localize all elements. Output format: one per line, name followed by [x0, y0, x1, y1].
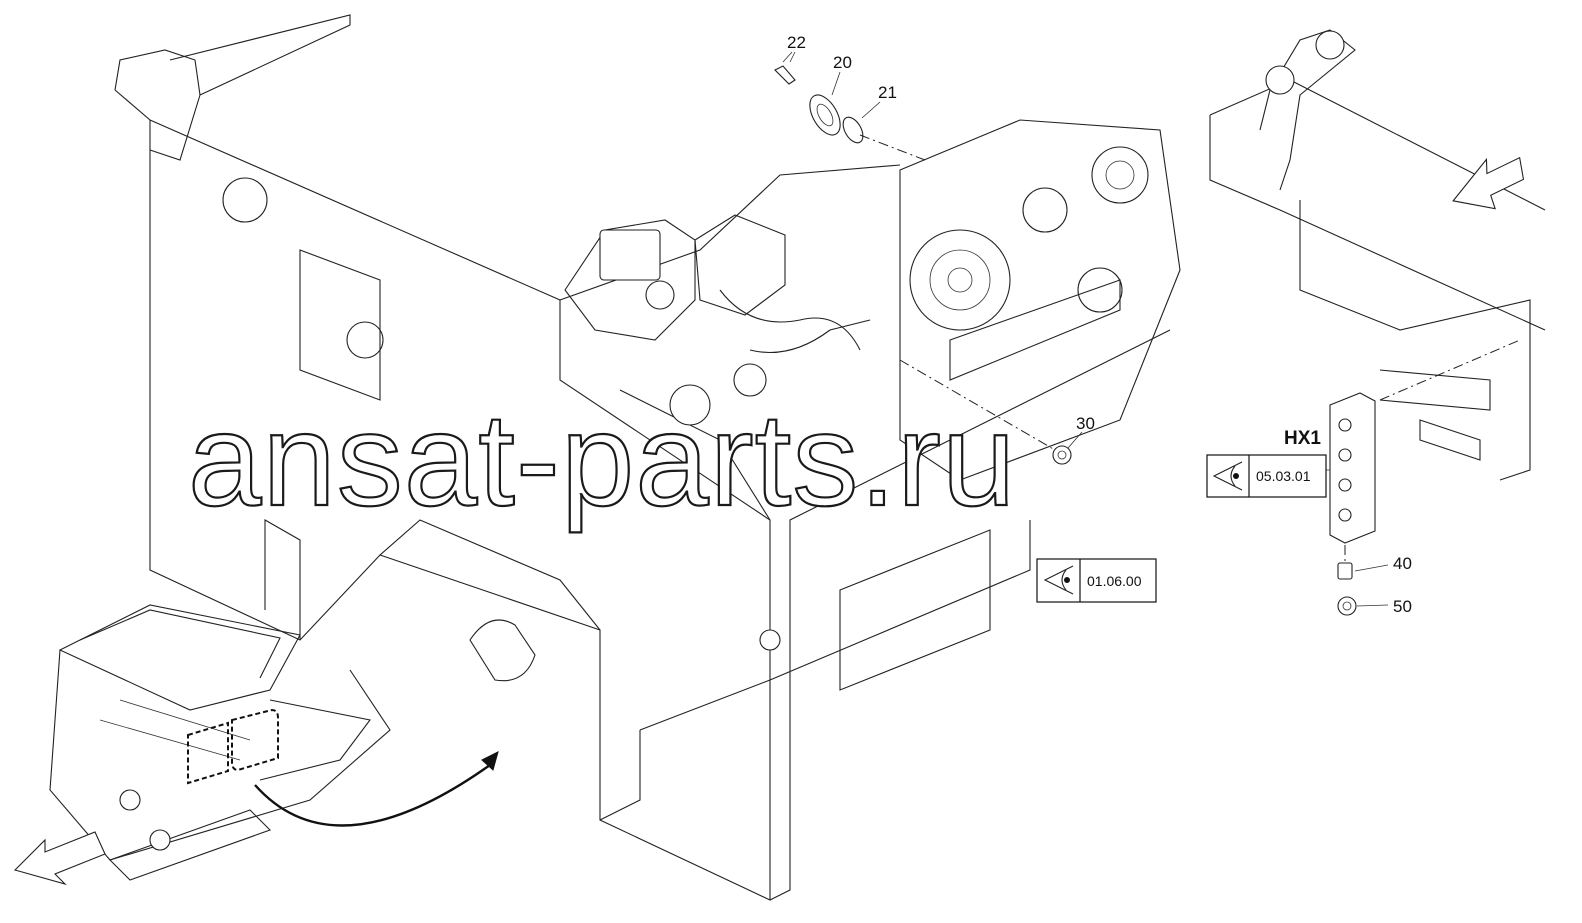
- reference-code: 01.06.00: [1087, 573, 1142, 589]
- view-eye-icon: [1043, 565, 1074, 595]
- inset-view-arrow-icon: [13, 831, 106, 886]
- callout-22: 22: [787, 33, 806, 52]
- reference-code: 05.03.01: [1256, 468, 1311, 484]
- connector-label: HX1: [1284, 428, 1321, 449]
- detail-pointer-arrow-icon: [254, 751, 499, 827]
- machine-overview-inset: [49, 604, 391, 881]
- assembly-axis-line: [859, 134, 926, 161]
- screw-22: [774, 51, 796, 85]
- reference-box-01-06-00[interactable]: 01.06.00: [1036, 558, 1157, 603]
- assembly-axis-line: [899, 359, 1056, 451]
- callout-30: 30: [1076, 414, 1095, 433]
- callout-50: 50: [1393, 597, 1412, 616]
- reference-box-05-03-01[interactable]: 05.03.01: [1206, 454, 1327, 498]
- right-frame: [1209, 29, 1546, 481]
- fitting-40: [1337, 562, 1353, 580]
- main-frame: [114, 14, 1171, 901]
- callout-40: 40: [1393, 554, 1412, 573]
- washer-20: [809, 94, 841, 136]
- nut-30: [1052, 445, 1072, 465]
- pump-assembly: [564, 119, 1181, 691]
- watermark: ansat-parts.ru: [188, 386, 1016, 533]
- connector-block-hx1: [1329, 339, 1521, 565]
- view-eye-icon: [1212, 461, 1243, 491]
- o-ring-21: [842, 116, 864, 144]
- callout-21: 21: [878, 83, 897, 102]
- view-direction-arrow-icon: [1452, 156, 1525, 210]
- nut-50: [1337, 596, 1357, 616]
- callout-20: 20: [833, 53, 852, 72]
